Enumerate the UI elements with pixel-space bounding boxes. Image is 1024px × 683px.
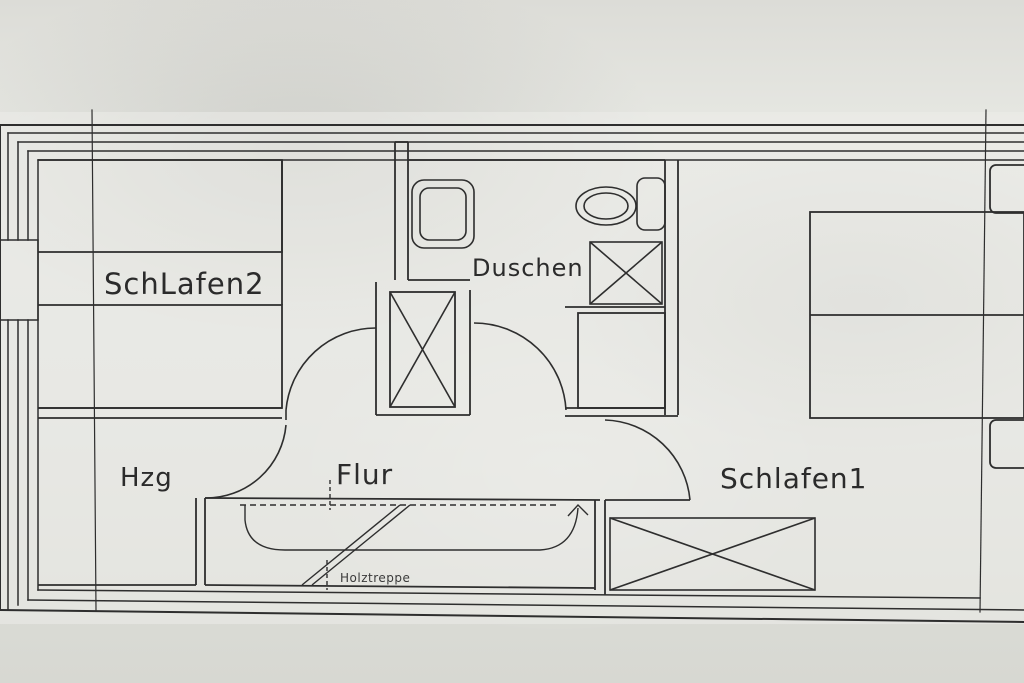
- sanitary-fixtures: [389, 177, 816, 591]
- room-label-schlafen1: Schlafen1: [720, 462, 868, 495]
- room-label-schlafen2: SchLafen2: [104, 267, 265, 301]
- paper-sheet: [0, 112, 1024, 624]
- stair-arrow: [240, 480, 589, 590]
- room-label-hzg: Hzg: [120, 463, 173, 493]
- stair-label-holztreppe: Holztreppe: [340, 571, 410, 585]
- room-label-duschen: Duschen: [472, 254, 584, 282]
- interior-walls: [38, 141, 1024, 595]
- door-swings: [204, 322, 691, 501]
- outer-walls: [0, 109, 1024, 624]
- room-label-flur: Flur: [336, 458, 393, 491]
